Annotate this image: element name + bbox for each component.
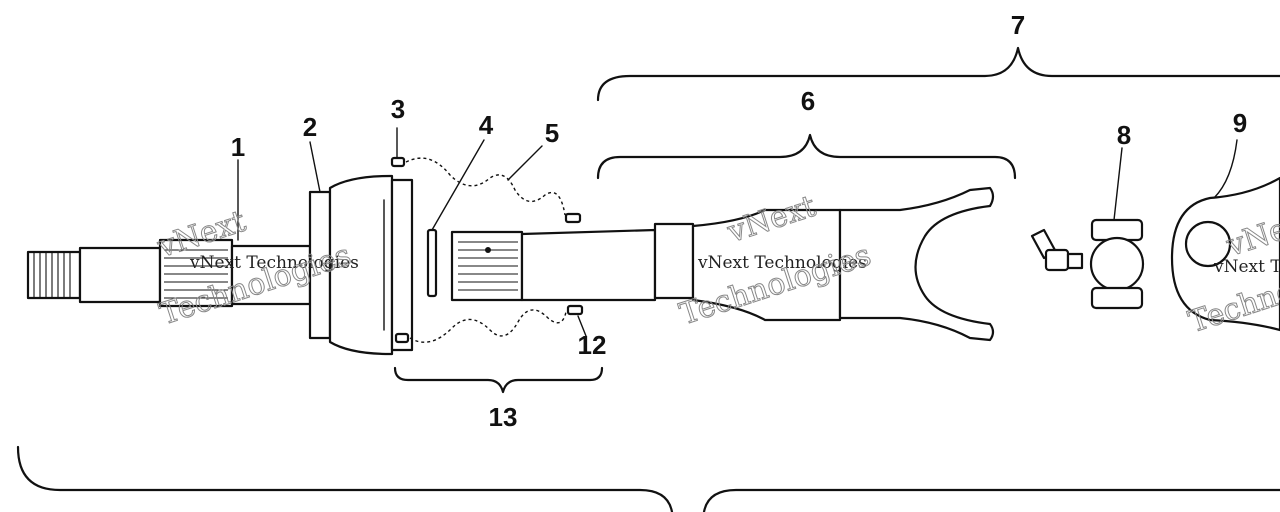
callout-1: 1 xyxy=(231,132,245,162)
part-4-snap-ring xyxy=(426,228,438,298)
callout-9: 9 xyxy=(1233,108,1247,138)
part-5-boot xyxy=(405,157,567,343)
callout-2: 2 xyxy=(303,112,317,142)
part-12-small-clamp xyxy=(564,212,584,316)
callout-12: 12 xyxy=(578,330,607,360)
bracket-full-assembly xyxy=(16,445,1280,512)
callout-7: 7 xyxy=(1011,10,1025,40)
watermark-text: vNext Technologies xyxy=(189,253,359,273)
bracket-13 xyxy=(393,366,604,394)
bracket-7 xyxy=(596,46,1280,102)
callout-13: 13 xyxy=(489,402,518,432)
bracket-6 xyxy=(596,133,1017,180)
watermark-text: vNext Technologies xyxy=(1213,257,1280,277)
spline-lines xyxy=(164,249,228,299)
callout-4: 4 xyxy=(479,110,494,140)
part-3-boot-clamp xyxy=(390,156,410,344)
callout-3: 3 xyxy=(391,94,405,124)
shaft-spline-lines xyxy=(458,241,518,291)
callout-6: 6 xyxy=(801,86,815,116)
grease-fitting xyxy=(1030,228,1084,272)
part-1-stub-shaft xyxy=(26,238,312,308)
part-9-flange-yoke xyxy=(1170,176,1280,332)
watermark-text: vNext Technologies xyxy=(697,253,867,273)
part-2-cv-housing xyxy=(308,174,414,356)
leader-lines xyxy=(237,127,1238,337)
callout-5: 5 xyxy=(545,118,559,148)
part-6-shaft-yoke xyxy=(450,186,995,342)
callout-8: 8 xyxy=(1117,120,1131,150)
thread-lines xyxy=(33,252,71,298)
part-8-cross-bearing xyxy=(1089,218,1145,310)
